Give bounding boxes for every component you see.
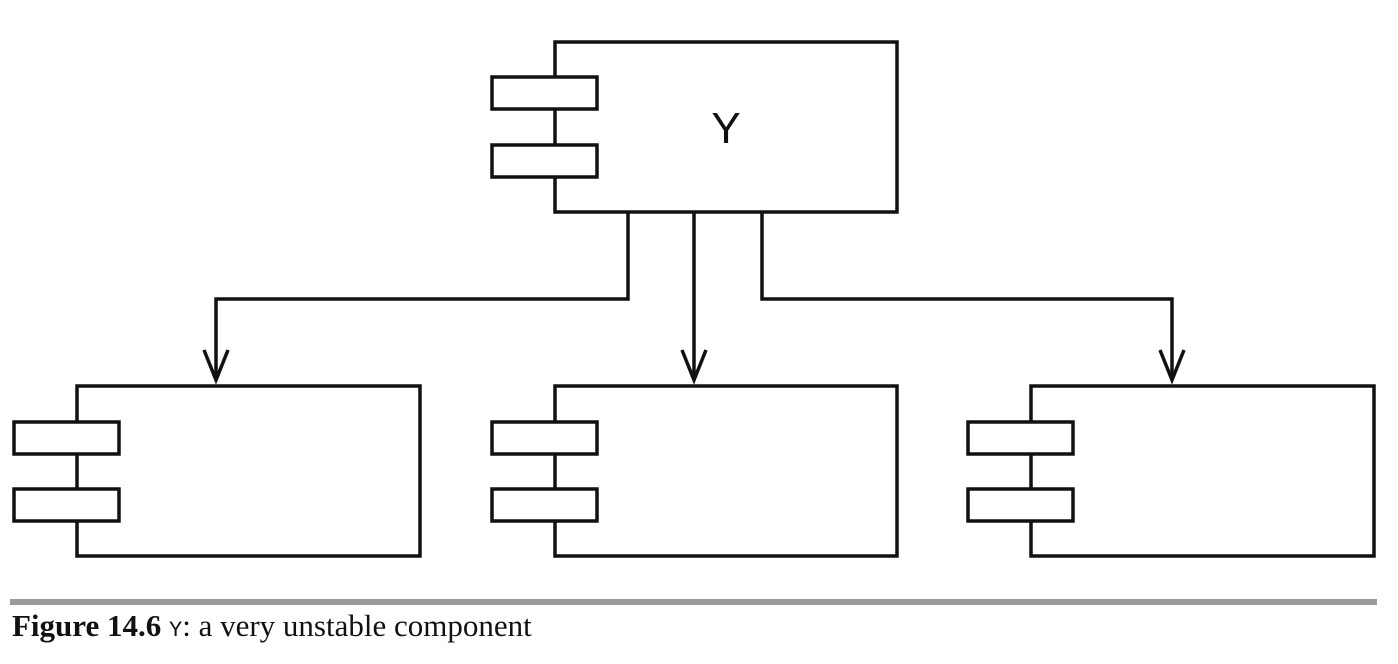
component-dependent-3-port-top: [966, 420, 1075, 456]
component-dependent-2: [490, 384, 899, 558]
component-dependent-2-port-top: [490, 420, 599, 456]
figure-caption: Figure 14.6 Y: a very unstable component: [12, 608, 532, 649]
component-dependent-3-body: [1029, 384, 1376, 558]
caption-text: : a very unstable component: [182, 608, 532, 643]
figure-number: Figure 14.6: [12, 608, 162, 643]
dependency-arrows: [202, 212, 1186, 385]
arrowhead-dependent-2: [680, 349, 708, 385]
component-dependent-3-port-bottom: [966, 487, 1075, 523]
component-dependent-3: [966, 384, 1376, 558]
component-diagram: Y: [12, 40, 1376, 558]
arrowhead-dependent-3: [1158, 349, 1186, 385]
component-dependent-1-body: [75, 384, 422, 558]
arrow-to-dependent-1: [214, 212, 630, 380]
component-dependent-1-port-bottom: [12, 487, 121, 523]
component-y-body: [553, 40, 899, 214]
component-dependent-1-port-top: [12, 420, 121, 456]
component-y-label: Y: [711, 104, 740, 153]
component-y-port-bottom: [490, 143, 599, 179]
component-y: Y: [490, 40, 899, 214]
component-dependent-2-port-bottom: [490, 487, 599, 523]
component-dependent-1: [12, 384, 422, 558]
arrowhead-dependent-1: [202, 349, 230, 385]
caption-code: Y: [169, 618, 183, 643]
component-dependent-2-body: [553, 384, 899, 558]
caption-rule: [10, 599, 1377, 605]
arrow-to-dependent-3: [760, 212, 1174, 380]
component-y-port-top: [490, 75, 599, 111]
